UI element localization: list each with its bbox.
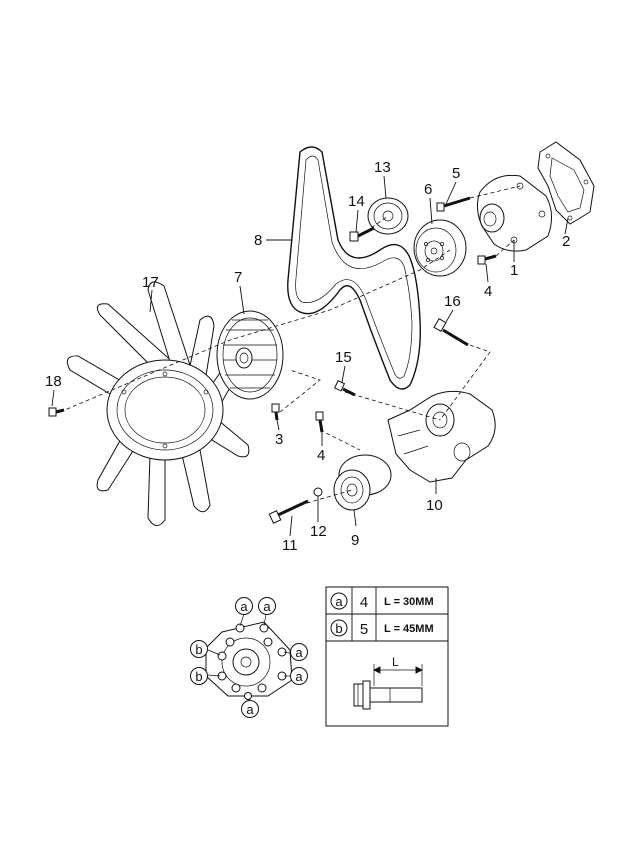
svg-text:b: b: [195, 642, 202, 657]
callout-bubble-a: a: [258, 597, 276, 615]
bolt-length-table: a 4 L = 30MM b 5 L = 45MM L: [325, 586, 449, 727]
bolt-pattern-inset: a a b b a a a: [190, 597, 308, 718]
leader-lines: [51, 175, 569, 537]
callout-bubble-a: a: [290, 643, 308, 661]
bolt-length: L = 30MM: [384, 596, 434, 608]
callout-bubble-b: b: [190, 667, 208, 685]
callout-bubble-b: b: [190, 640, 208, 658]
svg-text:a: a: [295, 669, 303, 684]
svg-text:a: a: [240, 599, 248, 614]
svg-text:a: a: [335, 594, 343, 609]
callout-4: 4: [317, 447, 325, 464]
callout-17: 17: [142, 274, 159, 291]
water-pump-gasket: [537, 141, 595, 225]
callout-8: 8: [254, 232, 262, 249]
callout-15: 15: [335, 349, 352, 366]
callout-18: 18: [45, 373, 62, 390]
callout-4: 4: [484, 283, 492, 300]
bolt-length: L = 45MM: [384, 623, 434, 635]
bolt-4-lower: [315, 411, 324, 433]
part-number: 5: [360, 621, 368, 638]
bolt-18: [48, 407, 65, 417]
dimension-label: L: [392, 655, 399, 669]
callout-bubble-a: a: [241, 700, 259, 718]
callout-6: 6: [424, 181, 432, 198]
callout-1: 1: [510, 262, 518, 279]
fan-clutch: [216, 310, 284, 400]
idler-pulley: [367, 197, 409, 235]
callout-13: 13: [374, 159, 391, 176]
callout-16: 16: [444, 293, 461, 310]
bolt-3: [271, 403, 280, 421]
callout-7: 7: [234, 269, 242, 286]
svg-text:a: a: [295, 645, 303, 660]
callout-bubble-a: a: [290, 667, 308, 685]
callout-bubble-a: a: [235, 597, 253, 615]
svg-text:b: b: [195, 669, 202, 684]
callout-5: 5: [452, 165, 460, 182]
table-row-b: b 5 L = 45MM: [330, 619, 434, 638]
callout-2: 2: [562, 233, 570, 250]
water-pump-pulley: [413, 219, 467, 277]
water-pump: [476, 174, 552, 252]
bolt-16: [433, 317, 469, 347]
callout-10: 10: [426, 497, 443, 514]
bolt-4-upper: [477, 254, 497, 265]
table-row-a: a 4 L = 30MM: [330, 592, 434, 611]
svg-text:b: b: [335, 621, 342, 636]
belt-tensioner: [333, 454, 392, 511]
bolt-11: [268, 499, 309, 524]
drive-belt: [287, 146, 421, 390]
callout-14: 14: [348, 193, 365, 210]
part-number: 4: [360, 594, 368, 611]
callout-11: 11: [282, 537, 298, 554]
bolt-5: [436, 196, 471, 212]
nut-12: [313, 487, 323, 497]
cooling-fan: [66, 281, 250, 526]
svg-text:a: a: [263, 599, 271, 614]
callout-12: 12: [310, 523, 327, 540]
callout-numbers: 1 2 3 4 4 5 6 7 8 9 10 11 12 13 14 15 16…: [45, 159, 570, 554]
callout-9: 9: [351, 532, 359, 549]
assembly-guide-lines: [59, 185, 521, 506]
callout-3: 3: [275, 431, 283, 448]
svg-text:a: a: [246, 702, 254, 717]
bolt-15: [334, 380, 356, 397]
bolt-dimension-drawing: L: [353, 655, 424, 710]
tensioner-bracket: [387, 390, 496, 483]
